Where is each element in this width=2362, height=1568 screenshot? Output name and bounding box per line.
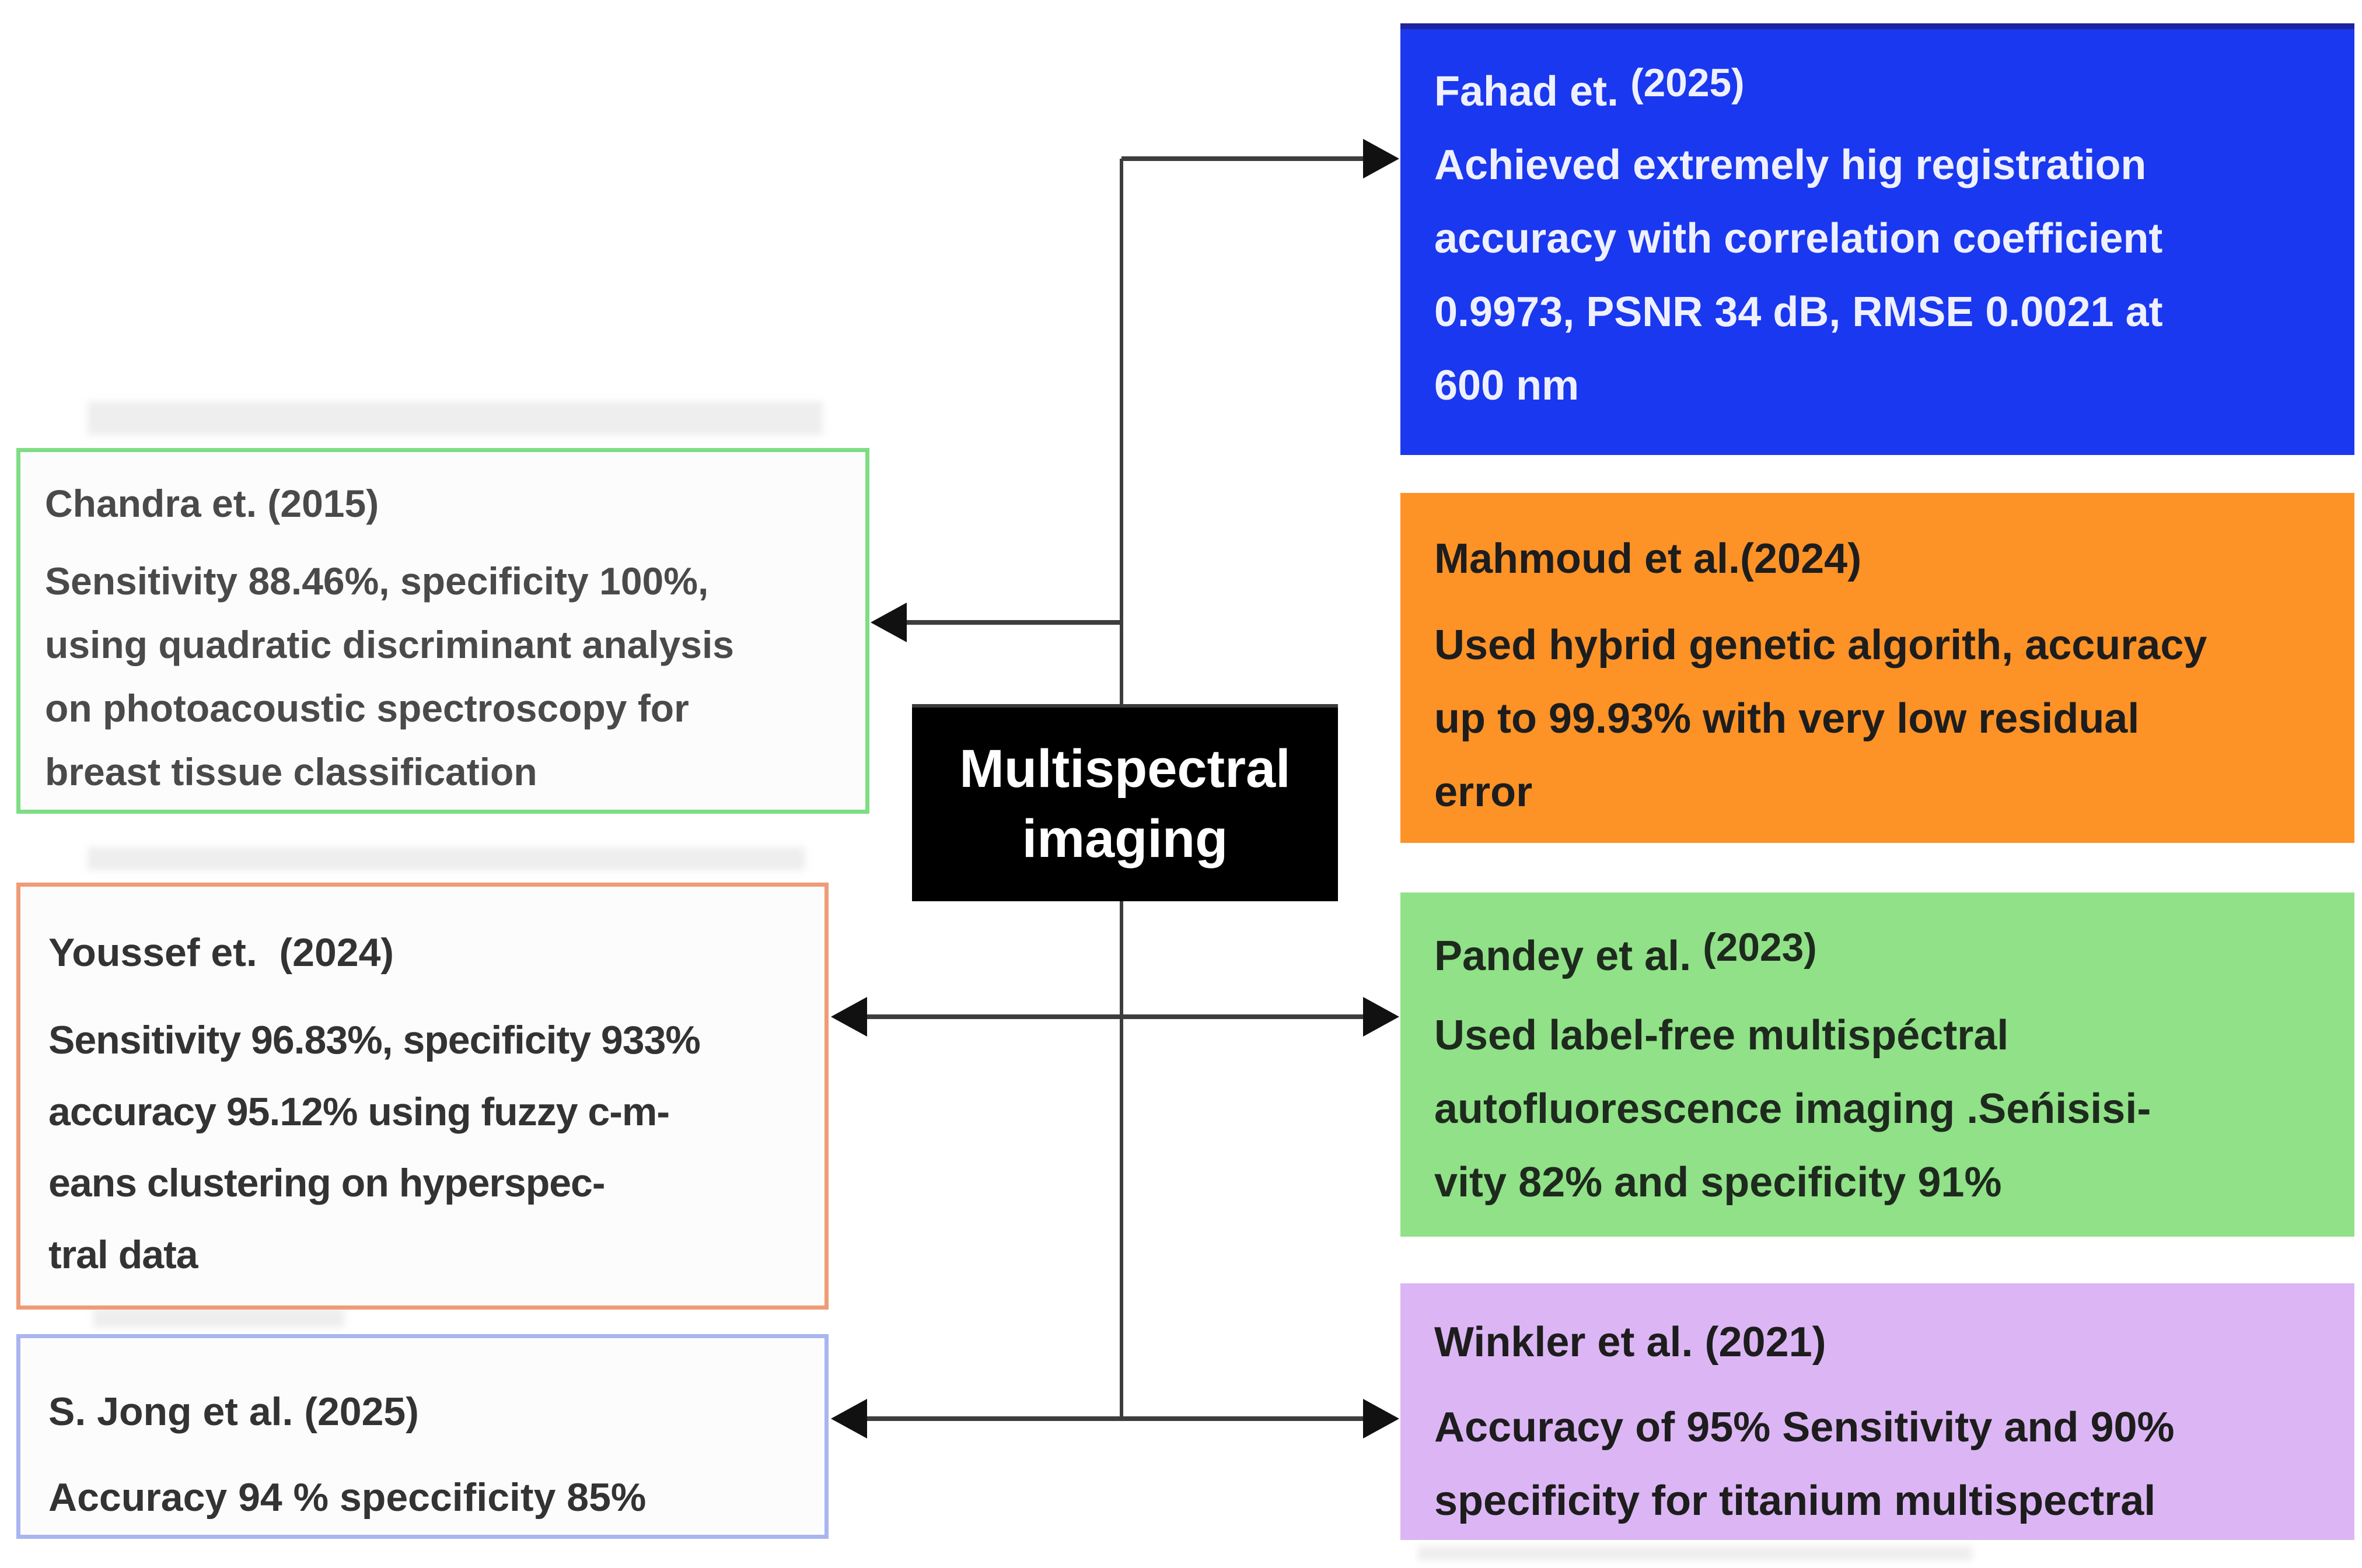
study-box-youssef-2024: Youssef et. (2024) Sensitivity 96.83%, s…	[16, 883, 829, 1310]
study-summary: Used hyþrid genetic algorith, accuracy u…	[1434, 622, 2207, 816]
study-author: Pandey et al.	[1434, 933, 1692, 979]
study-box-fahad-2025: Fahad et.(2025) Achieved extremely hig r…	[1400, 23, 2354, 455]
study-title: Mahmoud et al.(2024)	[1434, 536, 1862, 582]
study-box-pandey-2023: Pandey et al.(2023) Used label-free mult…	[1400, 892, 2354, 1237]
ghost-artifact	[93, 1308, 344, 1328]
study-summary: Sensitivity 88.46%, specificity 100%, us…	[45, 559, 735, 793]
study-summary: Accuracy 94 % speccificity 85%	[48, 1475, 647, 1520]
ghost-artifact	[88, 847, 805, 870]
study-box-chandra-2015: Chandra et. (2015) Sensitivity 88.46%, s…	[16, 448, 869, 814]
ghost-artifact	[1418, 1546, 1972, 1561]
study-year: (2023)	[1703, 926, 1817, 970]
arrowhead-right-middle	[1363, 997, 1399, 1037]
study-title: S. Jong et al. (2025)	[48, 1390, 419, 1434]
study-box-sjong-2025: S. Jong et al. (2025) Accuracy 94 % spec…	[16, 1334, 829, 1539]
ghost-artifact	[88, 401, 823, 435]
study-title: Fahad et.(2025)	[1434, 55, 2321, 128]
arrowhead-left-middle	[831, 997, 867, 1037]
arrowhead-right-top	[1363, 139, 1399, 178]
study-year: (2025)	[1630, 61, 1745, 105]
arrowhead-left-bottom	[831, 1399, 867, 1438]
study-summary: Used label-free multispéctral autofluore…	[1434, 1012, 2151, 1206]
study-box-winkler-2021: Winkler et al. (2021) Accuracy of 95% Se…	[1400, 1283, 2354, 1540]
study-summary: Sensitivity 96.83%, specificity 933% acc…	[48, 1018, 701, 1277]
study-title: Chandra et. (2015)	[45, 482, 379, 525]
center-node-multispectral-imaging: Multispectral imaging	[912, 704, 1338, 901]
study-author: Fahad et.	[1434, 68, 1619, 115]
study-title: Winkler et al. (2021)	[1434, 1319, 1826, 1366]
study-title: Pandey et al.(2023)	[1434, 919, 2321, 993]
study-title: Youssef et. (2024)	[48, 930, 394, 975]
study-box-mahmoud-2024: Mahmoud et al.(2024) Used hyþrid genetic…	[1400, 493, 2354, 843]
study-summary: Accuracy of 95% Sensitivity and 90% spec…	[1434, 1404, 2175, 1524]
arrowhead-left-chandra	[871, 603, 907, 642]
arrowhead-right-bottom	[1363, 1399, 1399, 1438]
study-summary: Achieved extremely hig registration accu…	[1434, 142, 2163, 409]
